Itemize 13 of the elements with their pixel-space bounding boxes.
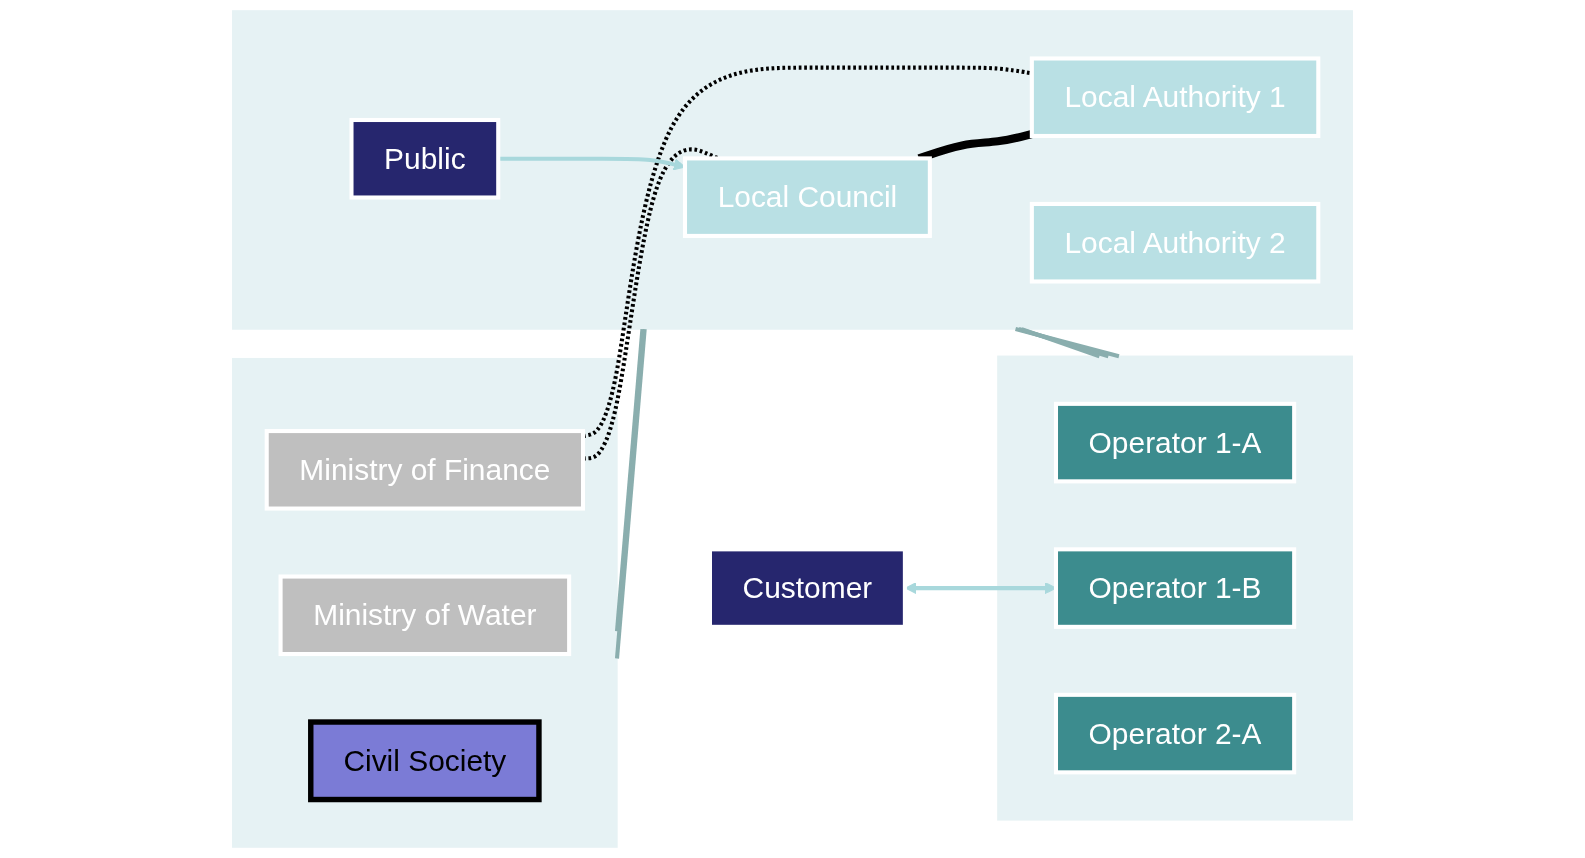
node-box: Local Authority 1 (1029, 56, 1321, 138)
node-box: Local Council (682, 156, 932, 238)
node-box: Operator 2-A (1053, 692, 1297, 775)
node-box: Ministry of Finance (264, 429, 586, 511)
node-box: Ministry of Water (278, 574, 572, 657)
node-box: Civil Society (308, 719, 542, 803)
cluster (232, 357, 618, 848)
node-box: Local Authority 2 (1029, 201, 1321, 284)
node-box: Operator 1-A (1053, 401, 1297, 484)
cluster (232, 10, 1353, 330)
cluster (997, 355, 1353, 821)
node-box: Public (349, 117, 501, 200)
node-box: Operator 1-B (1053, 547, 1297, 629)
